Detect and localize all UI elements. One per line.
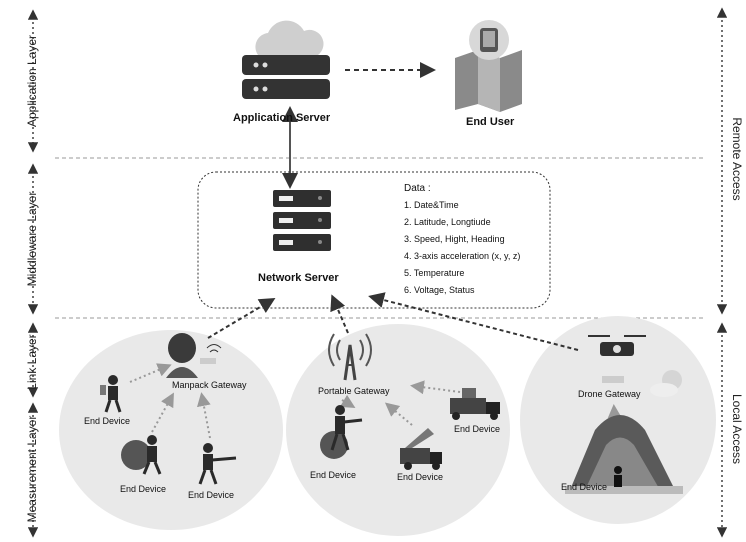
end-user-label: End User: [466, 116, 515, 128]
end-device-icon: [121, 435, 162, 475]
end-user-map-icon: [455, 20, 522, 112]
data-panel-title: Data :: [404, 183, 431, 194]
data-panel: Data : 1. Date&Time 2. Latitude, Longtiu…: [404, 180, 520, 299]
end-device-icon: [100, 375, 122, 413]
layer-label-middleware: Middleware Layer: [25, 191, 39, 287]
middleware-box: [197, 171, 551, 309]
data-item: 3. Speed, Hight, Heading: [404, 234, 505, 244]
drone-gateway-icon: [588, 335, 646, 383]
manpack-gateway-label: Manpack Gateway: [172, 380, 247, 390]
network-server-label: Network Server: [258, 272, 339, 284]
end-device-label: End Device: [188, 490, 235, 500]
manpack-zone: [59, 330, 283, 530]
end-device-icon: [614, 466, 622, 487]
mountain-icon: [565, 415, 683, 494]
application-server-icon: [242, 20, 330, 99]
data-item: 2. Latitude, Longtiude: [404, 217, 491, 227]
layer-label-application: Application Layer: [25, 34, 39, 128]
end-device-label: End Device: [310, 470, 357, 480]
layer-label-link: Link Layer: [25, 334, 39, 390]
access-label-remote: Remote Access: [730, 117, 744, 201]
end-device-label: End Device: [397, 472, 444, 482]
end-device-icon: [198, 443, 237, 485]
network-server-icon: [273, 190, 331, 251]
sun-cloud-icon: [650, 370, 682, 397]
portable-gateway-label: Portable Gateway: [318, 386, 390, 396]
portable-zone: [286, 324, 510, 536]
access-label-local: Local Access: [730, 393, 744, 465]
arrow-manpack-to-network: [207, 297, 276, 339]
data-item: 4. 3-axis acceleration (x, y, z): [404, 251, 521, 261]
data-item: 1. Date&Time: [404, 200, 459, 210]
end-device-icon: [320, 405, 363, 459]
layer-label-measurement: Measurement Layer: [25, 415, 39, 523]
end-device-label: End Device: [84, 416, 131, 426]
arrow-drone-to-network: [368, 292, 579, 351]
drone-gateway-label: Drone Gateway: [578, 389, 641, 399]
manpack-gateway-icon: [166, 333, 222, 378]
application-server-label: Application Server: [233, 112, 331, 124]
end-device-label: End Device: [561, 482, 608, 492]
end-device-label: End Device: [454, 424, 501, 434]
end-device-label: End Device: [120, 484, 167, 494]
data-item: 5. Temperature: [404, 268, 465, 278]
arrow-portable-to-network: [330, 294, 349, 334]
end-device-truck-icon: [450, 388, 500, 420]
end-device-truck-icon: [400, 428, 442, 470]
portable-gateway-tower-icon: [328, 333, 372, 381]
data-item: 6. Voltage, Status: [404, 285, 475, 295]
